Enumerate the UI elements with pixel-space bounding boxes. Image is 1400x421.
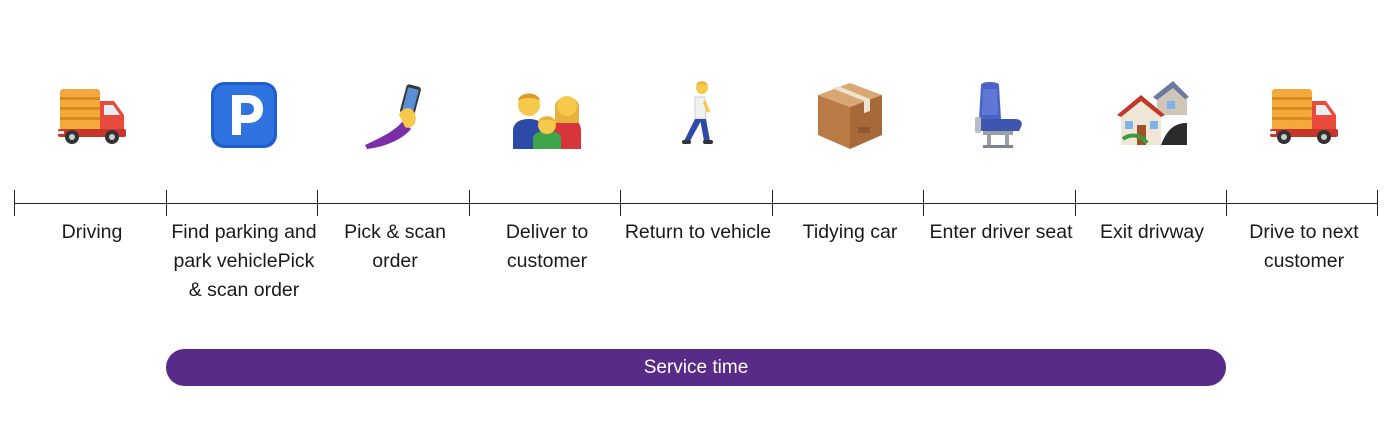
timeline-axis	[15, 203, 1378, 204]
timeline-tick	[620, 190, 621, 216]
timeline-tick	[1377, 190, 1378, 216]
hand-phone-icon	[359, 79, 431, 151]
step-label-find-parking: Find parking and park vehiclePick & scan…	[171, 221, 317, 301]
step-label-deliver: Deliver to customer	[505, 221, 589, 272]
seat-icon	[965, 79, 1037, 151]
parking-sign-icon	[208, 79, 280, 151]
timeline-tick	[1075, 190, 1076, 216]
step-label-return: Return to vehicle	[624, 221, 772, 243]
timeline-tick	[166, 190, 167, 216]
step-label-pick-scan: Pick & scan order	[344, 221, 446, 272]
step-label-enter-seat: Enter driver seat	[929, 221, 1073, 243]
walking-person-icon	[662, 79, 734, 151]
service-time-label: Service time	[643, 356, 749, 378]
timeline-tick	[317, 190, 318, 216]
service-time-bar: Service time	[166, 349, 1226, 386]
family-icon	[511, 79, 583, 151]
step-label-driving: Driving	[61, 221, 123, 243]
delivery-truck-icon	[56, 79, 128, 151]
timeline-tick	[923, 190, 924, 216]
timeline-tick	[1226, 190, 1227, 216]
delivery-truck-icon	[1268, 79, 1340, 151]
timeline-tick	[469, 190, 470, 216]
step-label-tidying: Tidying car	[802, 221, 898, 243]
package-box-icon	[814, 79, 886, 151]
step-label-exit-driveway: Exit drivway	[1099, 221, 1205, 243]
timeline-tick	[772, 190, 773, 216]
step-label-drive-next: Drive to next customer	[1249, 221, 1359, 272]
timeline-tick	[14, 190, 15, 216]
houses-icon	[1117, 79, 1189, 151]
